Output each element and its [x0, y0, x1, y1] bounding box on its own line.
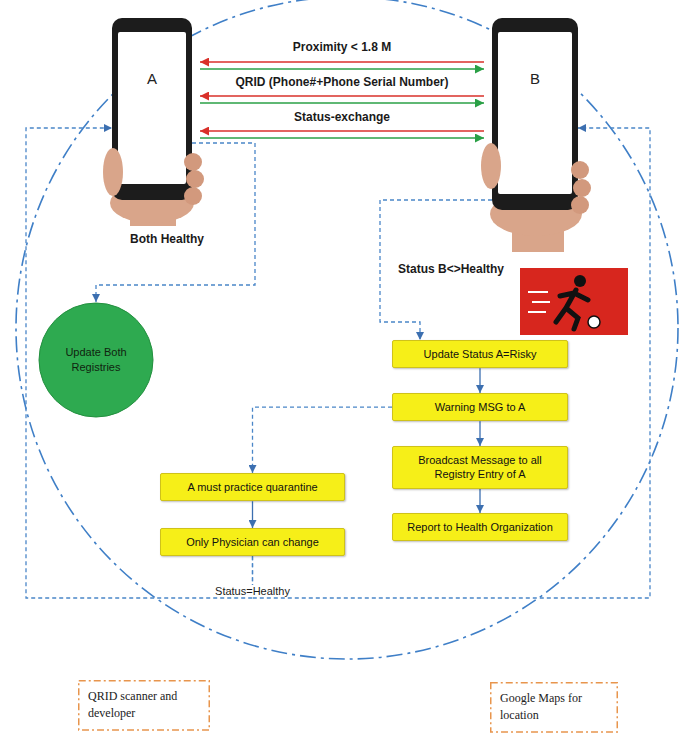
phone-a-illustration: [103, 18, 204, 226]
flow-arrow: [480, 489, 481, 513]
runner-body: [556, 290, 588, 329]
flow-arrow: [253, 407, 393, 473]
state-label: Status B<>Healthy: [396, 262, 506, 276]
speed-line: [532, 301, 550, 303]
state-label: Both Healthy: [128, 232, 206, 246]
thumb: [481, 143, 501, 189]
node-text: Google Maps for location: [500, 690, 608, 725]
ball: [588, 316, 600, 328]
finger: [184, 187, 202, 205]
dashed-connector: [96, 143, 255, 302]
flow-connector: [252, 501, 253, 528]
process-box: Broadcast Message to all Registry Entry …: [392, 446, 568, 489]
finger: [571, 161, 589, 179]
flow-connector: [479, 421, 480, 446]
dashed-rect: [79, 681, 210, 730]
phone-screen-node: A: [112, 18, 192, 200]
edge-label: Status=Healthy: [213, 585, 292, 597]
phone-b-illustration: [481, 18, 591, 252]
flow-arrow: [380, 200, 492, 340]
speed-line: [528, 291, 548, 293]
finger: [184, 153, 202, 171]
node-text: Broadcast Message to all Registry Entry …: [400, 453, 560, 482]
phone-body: [492, 18, 578, 210]
node-text: Report to Health Organization: [400, 520, 560, 534]
circle-shape: [39, 303, 153, 417]
tool-box: QRID scanner and developer: [78, 680, 210, 731]
edge-label: Proximity < 1.8 M: [291, 40, 393, 54]
dashed-connector: [253, 407, 393, 473]
arrow-to-a: [200, 95, 484, 96]
flow-arrow: [480, 421, 481, 446]
process-box: A must practice quarantine: [160, 473, 345, 501]
edge-label: QRID (Phone#+Phone Serial Number): [233, 75, 450, 89]
phone-screen-node: B: [492, 18, 578, 210]
icon-background: [520, 268, 628, 335]
runner-icon: [520, 268, 628, 335]
arrow-to-b: [200, 102, 484, 103]
arrow-to-b: [200, 68, 484, 69]
node-text: A: [112, 70, 192, 87]
exchange-arrow: [200, 96, 484, 103]
phone-body: [112, 18, 192, 200]
phone-screen: [118, 32, 186, 184]
speed-line: [528, 311, 546, 313]
process-box: Report to Health Organization: [392, 513, 568, 541]
boundary-circle: [16, 0, 678, 659]
node-text: Only Physician can change: [168, 535, 337, 549]
exchange-arrow: [200, 131, 484, 138]
thumb: [103, 148, 123, 196]
finger: [571, 196, 589, 214]
dashed-outline: [78, 680, 210, 731]
flow-arrow: [96, 143, 255, 302]
arrow-to-a: [200, 130, 484, 131]
node-text: B: [492, 70, 578, 87]
process-box: Warning MSG to A: [392, 393, 568, 421]
dashed-rect: [491, 683, 618, 732]
node-text: Warning MSG to A: [400, 400, 560, 414]
process-box: Only Physician can change: [160, 528, 345, 556]
connectors: [26, 62, 650, 598]
exchange-arrow: [200, 62, 484, 69]
dashed-connector: [380, 200, 492, 340]
arrow-to-a: [200, 61, 484, 62]
edge-label: Status-exchange: [292, 110, 392, 124]
process-box: Update Status A=Risky: [392, 340, 568, 368]
flow-arrow: [252, 501, 253, 528]
runner-head: [574, 275, 586, 287]
dashed-outline: [490, 682, 618, 733]
node-text: QRID scanner and developer: [88, 688, 200, 723]
finger: [186, 170, 204, 188]
node-text: Update Both Registries: [60, 345, 132, 375]
flow-arrow: [480, 368, 481, 393]
finger: [573, 179, 591, 197]
arrow-to-b: [200, 137, 484, 138]
tool-box: Google Maps for location: [490, 682, 618, 733]
registry-circle: Update Both Registries: [38, 302, 154, 418]
flow-connector: [479, 368, 480, 393]
node-text: A must practice quarantine: [168, 480, 337, 494]
flow-connector: [479, 489, 480, 513]
phone-screen: [498, 32, 572, 194]
circle-outline: [38, 302, 154, 418]
node-text: Update Status A=Risky: [400, 347, 560, 361]
